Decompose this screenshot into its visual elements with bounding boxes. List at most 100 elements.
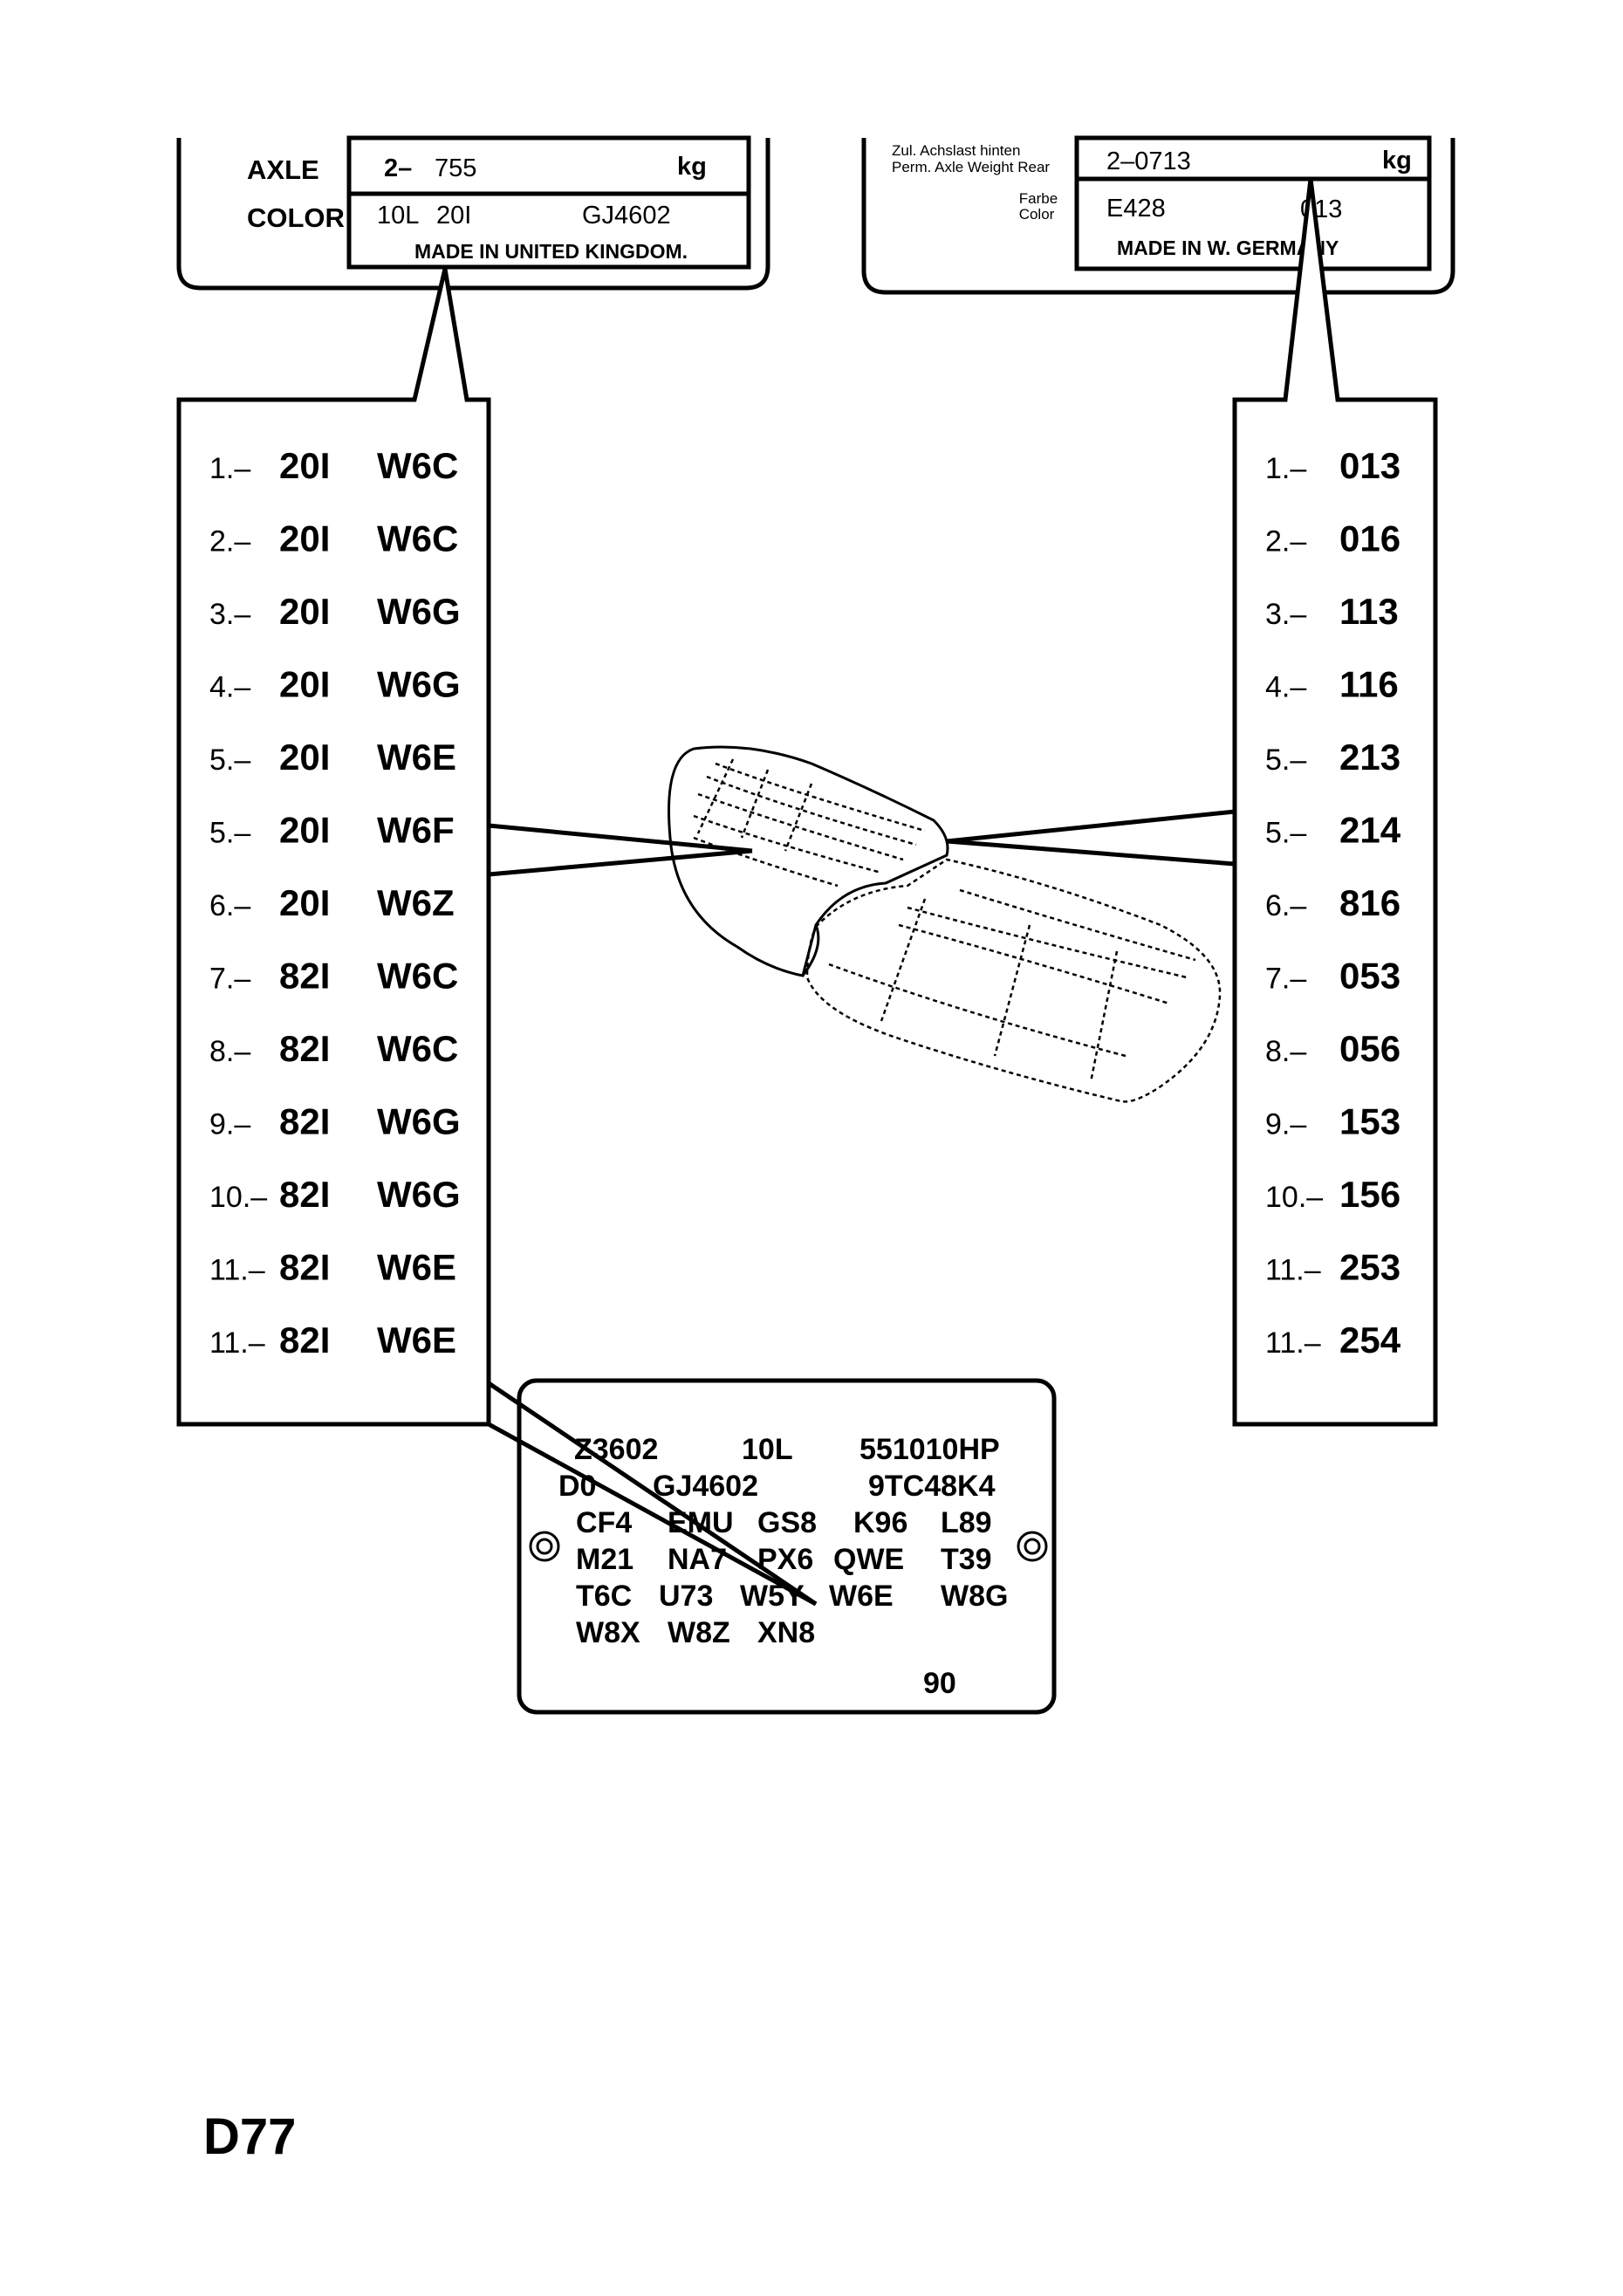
right-label-outline xyxy=(861,138,1455,295)
left-origin: MADE IN UNITED KINGDOM. xyxy=(414,240,688,263)
plate-outline xyxy=(517,1378,1057,1715)
left-row-number: 11.– xyxy=(209,1326,265,1360)
right-row-code: 053 xyxy=(1339,956,1400,997)
right-row-code: 016 xyxy=(1339,518,1400,559)
left-row-trim: W6G xyxy=(377,664,461,705)
right-row-number: 1.– xyxy=(1265,452,1306,485)
seat-cushion xyxy=(805,858,1222,1103)
left-axle-value: 2– xyxy=(384,154,412,182)
right-row-code: 214 xyxy=(1339,810,1401,851)
right-color-code-1: E428 xyxy=(1106,195,1166,223)
left-row-number: 5.– xyxy=(209,744,250,777)
right-row-number: 11.– xyxy=(1265,1254,1321,1287)
right-row-code: 254 xyxy=(1339,1319,1401,1360)
right-row-code: 253 xyxy=(1339,1247,1400,1288)
left-row-code: 82I xyxy=(279,1028,330,1069)
left-color-code-3: GJ4602 xyxy=(582,202,671,230)
left-row-code: 20I xyxy=(279,591,330,632)
left-row-trim: W6G xyxy=(377,1101,461,1142)
right-color-label-en: Color xyxy=(1019,206,1055,223)
left-row-code: 82I xyxy=(279,1101,330,1142)
left-axle-unit: kg xyxy=(677,153,707,181)
left-row-trim: W6C xyxy=(377,1028,458,1069)
plate-row6-cell: W8X xyxy=(576,1616,640,1649)
plate-row3-cell: K96 xyxy=(853,1506,907,1539)
plate-row5-cell: W8G xyxy=(941,1580,1008,1613)
left-list-box xyxy=(176,268,491,1427)
left-row-code: 20I xyxy=(279,810,330,851)
left-row-number: 1.– xyxy=(209,452,250,485)
plate-row3-cell: L89 xyxy=(941,1506,992,1539)
plate-rivet-left xyxy=(529,1531,560,1562)
seat-backrest xyxy=(668,745,949,977)
left-row-number: 5.– xyxy=(209,817,250,850)
left-row-trim: W6E xyxy=(377,737,456,778)
left-row-code: 82I xyxy=(279,956,330,997)
plate-row4-cell: T39 xyxy=(941,1543,992,1576)
left-color-code-1: 10L xyxy=(377,202,419,230)
right-axle-label-de: Zul. Achslast hinten xyxy=(892,142,1020,159)
left-row-code: 20I xyxy=(279,445,330,486)
plate-row5-cell: U73 xyxy=(659,1580,713,1613)
plate-row7: 90 xyxy=(923,1667,956,1700)
right-row-number: 5.– xyxy=(1265,744,1306,777)
left-row-code: 82I xyxy=(279,1247,330,1288)
left-row-trim: W6F xyxy=(377,810,455,851)
plate-leader xyxy=(487,1381,818,1607)
right-code-list: 1.–0132.–0163.–1134.–1165.–2135.–2146.–8… xyxy=(1265,445,1401,1360)
left-row-number: 6.– xyxy=(209,889,250,922)
left-id-label: AXLE COLOR 2– 755 kg 10L 20I GJ4602 MADE… xyxy=(176,135,770,291)
left-row-code: 20I xyxy=(279,518,330,559)
plate-row5-cell: W5Y xyxy=(740,1580,805,1613)
left-row-number: 2.– xyxy=(209,525,250,559)
right-axle-unit: kg xyxy=(1382,147,1412,175)
plate-row6-cell: W8Z xyxy=(668,1616,730,1649)
left-row-number: 8.– xyxy=(209,1035,250,1068)
left-row-trim: W6C xyxy=(377,518,458,559)
right-row-number: 11.– xyxy=(1265,1326,1321,1360)
left-color-label: COLOR xyxy=(247,202,345,233)
right-row-number: 6.– xyxy=(1265,889,1306,922)
right-row-code: 113 xyxy=(1339,591,1399,632)
plate-row5-cell: W6E xyxy=(829,1580,894,1613)
left-axle-label: AXLE xyxy=(247,154,319,185)
left-row-trim: W6E xyxy=(377,1247,456,1288)
plate-row5-cell: T6C xyxy=(576,1580,632,1613)
right-color-label-de: Farbe xyxy=(1019,190,1058,207)
right-row-code: 153 xyxy=(1339,1101,1400,1142)
right-row-code: 116 xyxy=(1339,664,1399,705)
right-row-number: 5.– xyxy=(1265,817,1306,850)
right-row-number: 3.– xyxy=(1265,598,1306,631)
right-row-number: 9.– xyxy=(1265,1108,1306,1141)
right-list-box xyxy=(1232,178,1438,1427)
right-row-code: 156 xyxy=(1339,1174,1400,1215)
left-label-frame xyxy=(346,135,751,270)
plate-rivet-right xyxy=(1017,1531,1048,1562)
right-axle-value: 2–0713 xyxy=(1106,147,1191,175)
left-row-number: 3.– xyxy=(209,598,250,631)
left-row-trim: W6G xyxy=(377,591,461,632)
left-row-trim: W6C xyxy=(377,445,458,486)
left-row-code: 20I xyxy=(279,664,330,705)
right-row-code: 816 xyxy=(1339,882,1400,923)
left-row-trim: W6E xyxy=(377,1319,456,1360)
left-row-number: 7.– xyxy=(209,963,250,996)
left-row-number: 4.– xyxy=(209,671,250,704)
left-label-outline xyxy=(176,138,770,291)
right-row-number: 10.– xyxy=(1265,1181,1323,1214)
plate-row4-cell: M21 xyxy=(576,1543,633,1576)
plate-row2-cell: GJ4602 xyxy=(653,1470,758,1503)
page-code: D77 xyxy=(203,2108,296,2165)
left-row-code: 20I xyxy=(279,737,330,778)
right-row-code: 056 xyxy=(1339,1028,1400,1069)
plate-row6-cell: XN8 xyxy=(757,1616,815,1649)
plate-row2-cell: 9TC48K4 xyxy=(868,1470,996,1503)
right-row-number: 7.– xyxy=(1265,963,1306,996)
right-id-label: Zul. Achslast hinten Perm. Axle Weight R… xyxy=(861,135,1455,295)
left-row-trim: W6G xyxy=(377,1174,461,1215)
right-axle-label-en: Perm. Axle Weight Rear xyxy=(892,159,1050,175)
left-row-code: 82I xyxy=(279,1319,330,1360)
right-row-number: 2.– xyxy=(1265,525,1306,559)
left-row-trim: W6Z xyxy=(377,882,455,923)
